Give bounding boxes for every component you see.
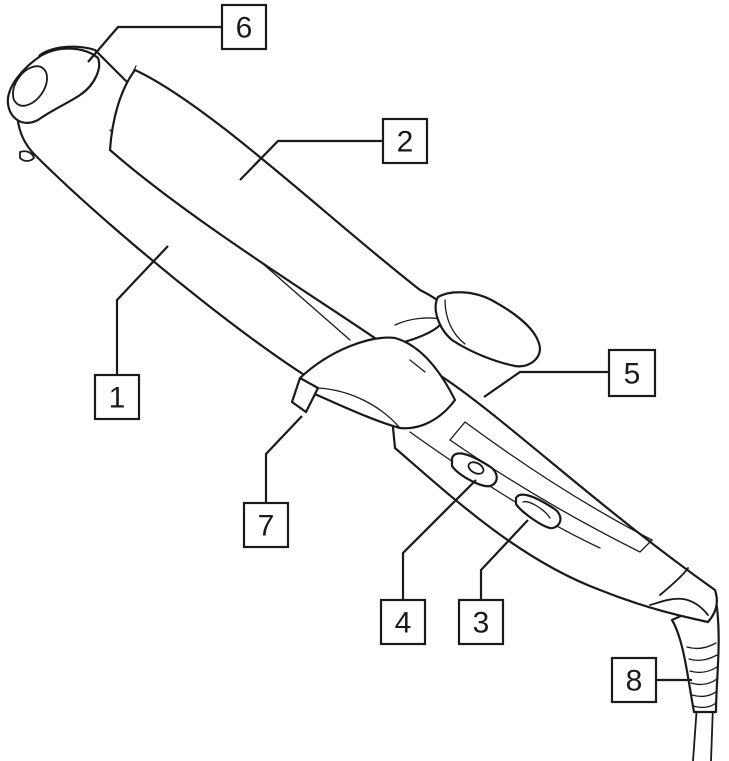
callout-label-6: 6: [236, 12, 253, 45]
callout-6: 6: [220, 3, 268, 51]
cool-tip: [6, 47, 101, 162]
callout-label-7: 7: [258, 510, 275, 543]
callout-8: 8: [610, 656, 658, 704]
callout-2: 2: [381, 117, 429, 165]
leader-line-6: [87, 25, 222, 63]
callout-label-4: 4: [395, 607, 412, 640]
leader-line-4: [401, 479, 477, 600]
callout-1: 1: [93, 373, 141, 421]
leader-line-1: [115, 245, 169, 375]
callout-label-1: 1: [109, 382, 126, 415]
stand: [290, 336, 457, 430]
callout-7: 7: [242, 501, 290, 549]
leader-line-5: [483, 370, 609, 398]
callout-label-3: 3: [473, 607, 490, 640]
clamp-lever: [434, 291, 542, 368]
clamp: [108, 65, 448, 347]
callout-5: 5: [607, 348, 657, 398]
power-switch: [450, 452, 498, 488]
leader-line-7: [264, 415, 303, 503]
callout-label-2: 2: [397, 126, 414, 159]
leader-lines: [87, 25, 692, 682]
cord-sleeve: [670, 598, 720, 714]
callout-4: 4: [379, 598, 427, 646]
handle: [383, 344, 718, 624]
power-cord: [692, 704, 714, 761]
leader-line-2: [239, 139, 383, 181]
callout-label-5: 5: [624, 358, 641, 391]
temperature-display: [514, 493, 562, 530]
callout-label-8: 8: [626, 665, 643, 698]
callout-3: 3: [457, 598, 505, 646]
leader-line-3: [479, 519, 529, 600]
